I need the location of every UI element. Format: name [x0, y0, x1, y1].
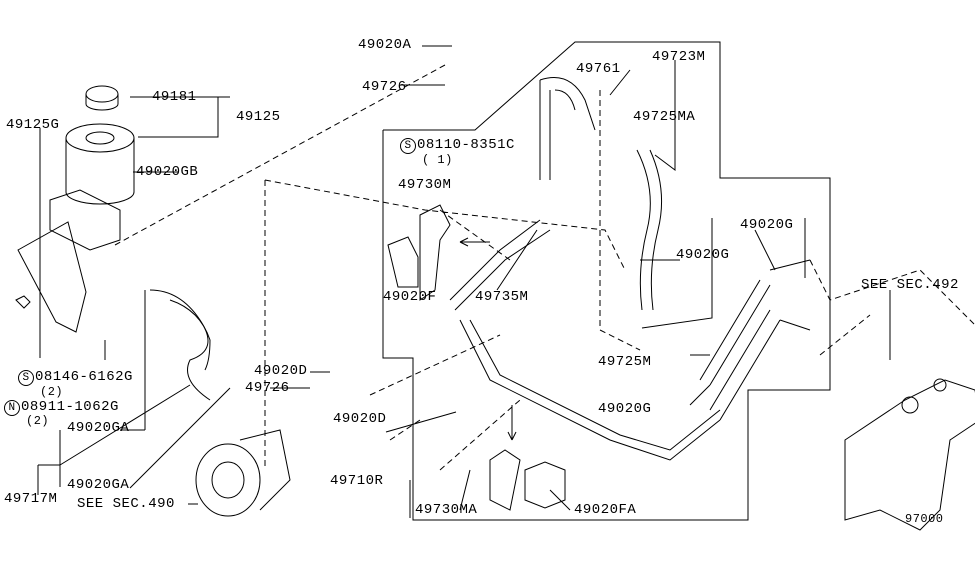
qty-08146: (2) [40, 385, 64, 399]
label-see-sec-492: SEE SEC.492 [861, 277, 959, 293]
label-49020G-middle: 49020G [676, 247, 730, 263]
label-49761: 49761 [576, 61, 621, 77]
bushing-49020FA [524, 461, 566, 509]
section-frame [382, 41, 831, 521]
hoses [149, 77, 811, 461]
arrow-down [507, 405, 517, 441]
label-see-sec-490: SEE SEC.490 [77, 496, 175, 512]
label-49020A: 49020A [358, 37, 412, 53]
label-49730MA: 49730MA [415, 502, 478, 518]
label-49020GB: 49020GB [136, 164, 199, 180]
part-number: 08146-6162G [35, 369, 133, 385]
label-49725M: 49725M [598, 354, 652, 370]
part-number: 08911-1062G [21, 399, 119, 415]
label-49725MA: 49725MA [633, 109, 696, 125]
clamp-49730MA [489, 449, 521, 511]
n-symbol-icon: N [4, 400, 20, 416]
dashed-lines [114, 64, 975, 471]
label-49735M: 49735M [475, 289, 529, 305]
label-49726-b: 49726 [245, 380, 290, 396]
bushing-49020F [387, 236, 419, 288]
label-49020G-upper: 49020G [740, 217, 794, 233]
leader-lines [37, 45, 891, 518]
label-49125: 49125 [236, 109, 281, 125]
s-symbol-icon: S [400, 138, 416, 154]
label-49020GA-b: 49020GA [67, 477, 130, 493]
label-49020G-lower: 49020G [598, 401, 652, 417]
part-number: 08110-8351C [417, 137, 515, 153]
label-49723M: 49723M [652, 49, 706, 65]
label-49020FA: 49020FA [574, 502, 637, 518]
qty-08911: (2) [26, 414, 50, 428]
label-49020D-a: 49020D [254, 363, 308, 379]
label-49020F: 49020F [383, 289, 437, 305]
clamp-49730M [419, 204, 451, 301]
reservoir-part [15, 85, 135, 333]
label-49181: 49181 [152, 89, 197, 105]
label-49710R: 49710R [330, 473, 384, 489]
label-49125G: 49125G [6, 117, 60, 133]
diagram-code: 97000 [905, 512, 944, 526]
s-symbol-icon: S [18, 370, 34, 386]
label-49020GA-a: 49020GA [67, 420, 130, 436]
qty-08110: ( 1) [422, 153, 453, 167]
label-49726-top: 49726 [362, 79, 407, 95]
label-49020D-b: 49020D [333, 411, 387, 427]
label-49730M: 49730M [398, 177, 452, 193]
steering-gear-part [844, 378, 975, 531]
pump-part [195, 429, 291, 517]
label-49717M: 49717M [4, 491, 58, 507]
